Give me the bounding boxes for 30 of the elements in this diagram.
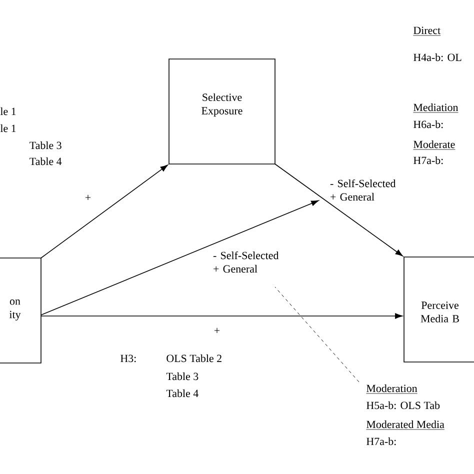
heading: Moderation xyxy=(366,384,418,394)
hypothesis-text: H7a-b: xyxy=(366,437,396,446)
label-text: le 1 xyxy=(0,124,16,132)
leader-line xyxy=(274,286,360,382)
label-text: OLS Table 2 xyxy=(166,354,222,362)
arrow xyxy=(274,164,403,256)
label-text: le 1 xyxy=(0,107,16,116)
variable-box: Perceive Media B xyxy=(404,256,474,362)
label-text: Table 4 xyxy=(166,389,198,398)
heading: Mediation xyxy=(413,103,458,113)
edge-label: - Self-Selected + General xyxy=(213,251,279,273)
hypothesis-text: H5a-b: OLS Tab xyxy=(366,401,440,410)
label-text: Table 4 xyxy=(30,157,62,166)
label-text: Table 3 xyxy=(30,141,62,150)
variable-box: Selective Exposure xyxy=(168,58,276,164)
arrow xyxy=(40,164,168,258)
edge-label: + xyxy=(214,328,220,334)
edge-label: - Self-Selected + General xyxy=(330,179,396,201)
label-text: H7a-b: xyxy=(414,156,443,164)
label-text: Table 3 xyxy=(166,372,198,380)
label-text: H3: xyxy=(120,354,136,362)
heading: Moderated Media xyxy=(366,420,445,430)
label-text: H6a-b: xyxy=(414,120,443,128)
arrow xyxy=(40,200,319,316)
heading: Moderate xyxy=(413,140,456,150)
arrow xyxy=(40,313,403,319)
label-text: H4a-b: OL xyxy=(414,53,462,62)
heading: Direct xyxy=(413,26,441,36)
edge-label: + xyxy=(85,194,91,200)
variable-box: on ity xyxy=(0,258,42,364)
